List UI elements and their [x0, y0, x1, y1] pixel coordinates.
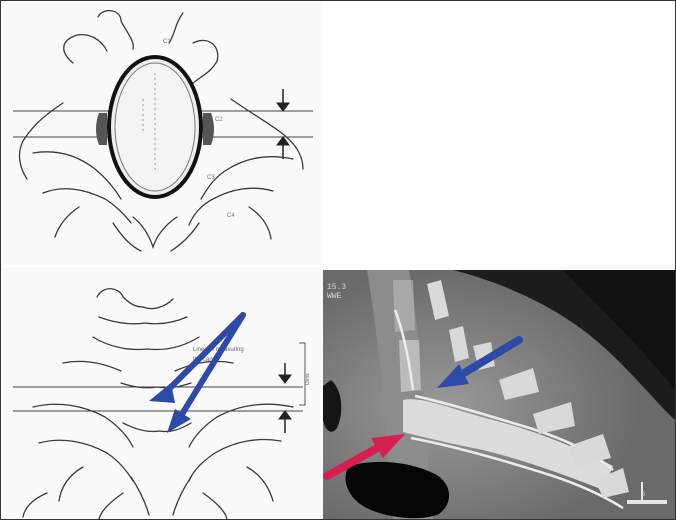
- bottom-spine-drawing: Lines of measuring the canal Dens: [3, 267, 321, 519]
- vertebra-label: C3: [207, 175, 215, 181]
- ct-corner-text: 15.3 WWE: [327, 283, 346, 301]
- ct-scan-image: [323, 270, 675, 519]
- ct-corner-line2: WWE: [327, 292, 346, 301]
- side-label: Dens: [305, 373, 311, 385]
- top-spine-drawing: C1 C2 C3 C4: [3, 3, 321, 265]
- vertebra-label: C2: [215, 117, 223, 123]
- vertebra-label: C1: [163, 39, 171, 45]
- ct-corner-line1: 15.3: [327, 283, 346, 292]
- vertebra-label: C4: [227, 213, 235, 219]
- ct-scale-text: 5: [641, 491, 645, 500]
